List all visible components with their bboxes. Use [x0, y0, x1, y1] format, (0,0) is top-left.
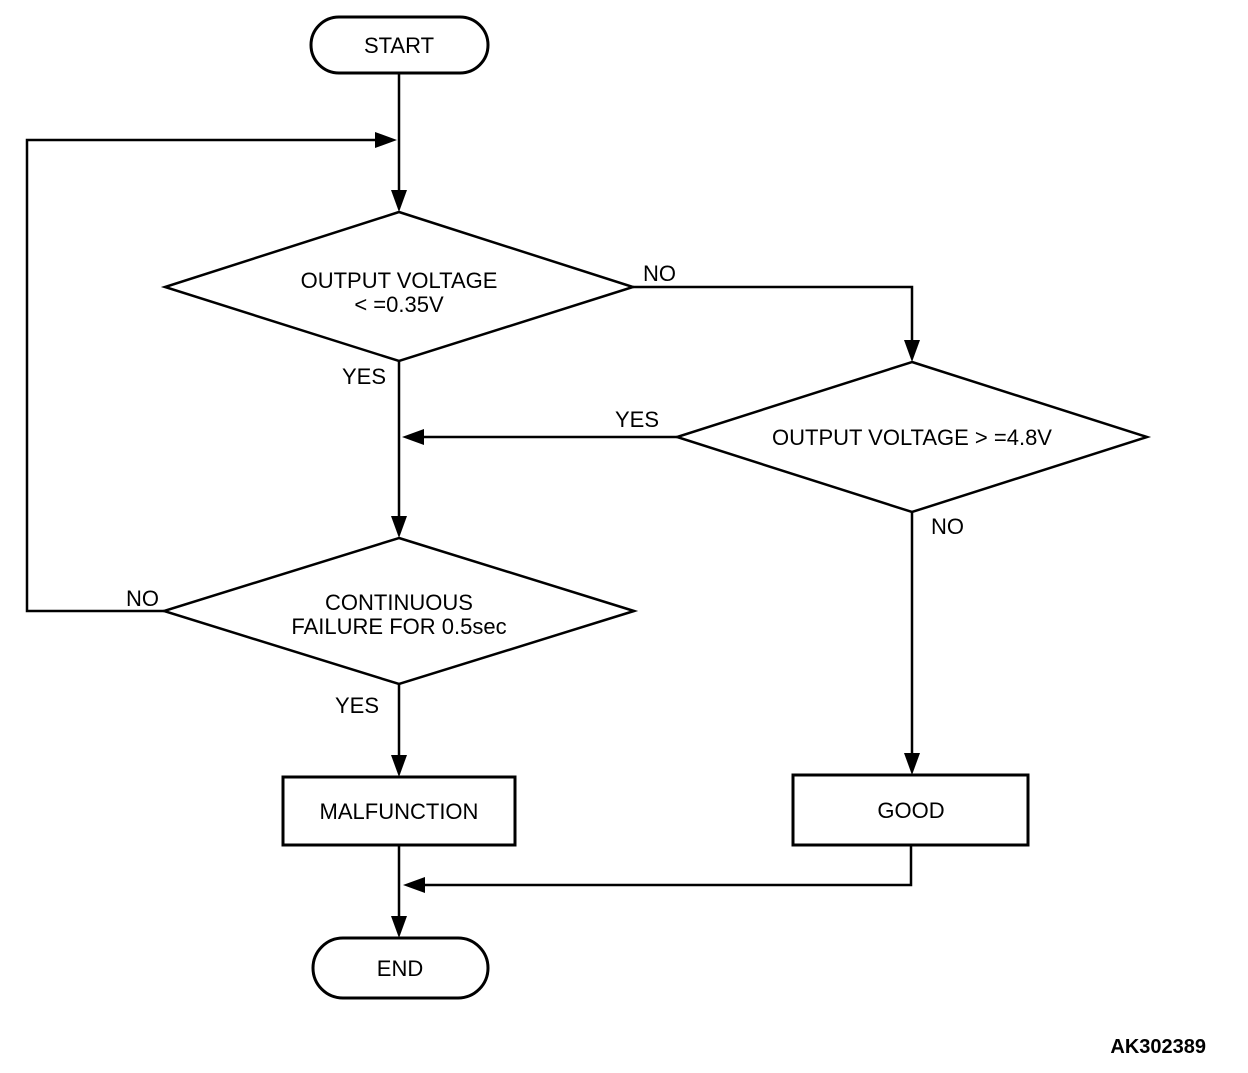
decision1-text-line2: < =0.35V — [354, 292, 444, 317]
malfunction-box-shape — [281, 775, 517, 847]
arrowhead-down-into-good — [904, 753, 920, 775]
arrowhead-down-into-decision3 — [391, 516, 407, 538]
node-decision-continuous-failure: CONTINUOUS FAILURE FOR 0.5sec — [159, 536, 639, 686]
start-terminator-shape — [309, 15, 490, 75]
node-end: END — [311, 936, 490, 1000]
decision3-no-label: NO — [126, 586, 159, 611]
node-malfunction: MALFUNCTION — [281, 775, 517, 847]
decision3-diamond-shape — [159, 536, 639, 686]
figure-code: AK302389 — [1110, 1036, 1206, 1058]
arrowhead-down-into-malfunction — [391, 755, 407, 777]
edge-decision1-no — [633, 285, 914, 340]
arrowhead-down-into-end — [391, 916, 407, 938]
arrowhead-down-into-decision2 — [904, 340, 920, 362]
decision3-yes-label: YES — [335, 693, 379, 718]
node-good: GOOD — [791, 773, 1030, 847]
end-terminator-shape — [311, 936, 490, 1000]
arrowhead-left-into-mainline — [402, 429, 424, 445]
decision3-text-line2: FAILURE FOR 0.5sec — [291, 614, 506, 639]
decision1-yes-label: YES — [342, 364, 386, 389]
edge-decision3-no-loopback — [25, 138, 375, 613]
node-decision-output-high: OUTPUT VOLTAGE > =4.8V — [672, 360, 1152, 514]
arrowhead-right-into-mainline — [375, 132, 397, 148]
good-box-shape — [791, 773, 1030, 847]
good-label: GOOD — [877, 798, 944, 823]
decision3-text-line1: CONTINUOUS — [325, 590, 473, 615]
node-decision-output-low: OUTPUT VOLTAGE < =0.35V — [160, 210, 638, 363]
start-label: START — [364, 33, 434, 58]
decision1-no-label: NO — [643, 261, 676, 286]
decision2-text: OUTPUT VOLTAGE > =4.8V — [772, 425, 1052, 450]
edge-good-to-merge — [425, 845, 913, 887]
node-start: START — [309, 15, 490, 75]
decision2-diamond-shape — [672, 360, 1152, 514]
arrowhead-down-into-decision1 — [391, 190, 407, 212]
decision2-no-label: NO — [931, 514, 964, 539]
malfunction-label: MALFUNCTION — [320, 799, 479, 824]
decision2-yes-label: YES — [615, 407, 659, 432]
arrowhead-left-into-merge — [403, 877, 425, 893]
decision1-text-line1: OUTPUT VOLTAGE — [301, 268, 498, 293]
decision1-diamond-shape — [160, 210, 638, 363]
end-label: END — [377, 956, 423, 981]
